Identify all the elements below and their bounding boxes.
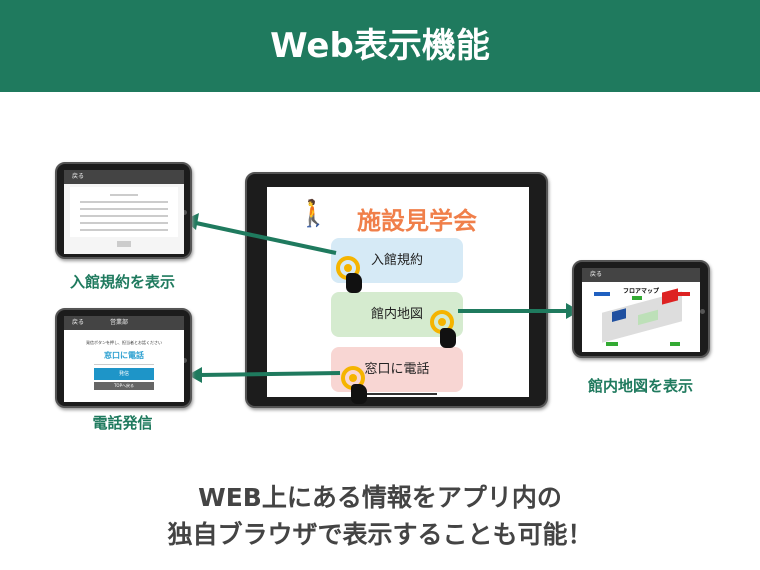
hand-pointer-icon [440,328,456,348]
floor-map-image [602,288,682,343]
header-title: Web表示機能 [0,0,760,92]
phone-caption: 電話発信 [92,414,153,432]
map-caption: 館内地図を表示 [587,377,693,395]
back-button[interactable]: 戻る [64,170,184,184]
terms-tablet: 戻る [55,162,192,259]
footer-line-2: 独自ブラウザで表示することも可能！ [167,520,593,549]
center-tablet: 🚶 施設見学会 入館規約 館内地図 窓口に電話 [245,172,548,408]
back-button[interactable]: 戻る [582,268,700,282]
back-button[interactable]: 戻る [72,319,85,326]
center-screen: 🚶 施設見学会 入館規約 館内地図 窓口に電話 [267,187,529,397]
map-title: フロアマップ [622,288,659,295]
phone-tablet: 戻る 営業部 発信ボタンを押し、担当者とお話ください 窓口に電話 発信 TOPへ戻… [55,308,192,408]
hand-pointer-icon [351,384,367,404]
terms-caption: 入館規約を表示 [69,273,175,291]
instruction-text: 発信ボタンを押し、担当者とお話ください [86,340,162,345]
walkers-icon: 🚶 [297,199,330,229]
app-title: 施設見学会 [357,207,477,235]
top-button[interactable]: TOPへ戻る [94,382,154,390]
dept-title: 営業部 [110,319,129,326]
footer-line-1: WEB上にある情報をアプリ内の [198,483,562,512]
map-tablet: 戻る フロアマップ [572,260,710,358]
hand-pointer-icon [346,273,362,293]
phone-title: 窓口に電話 [104,351,144,360]
dial-button[interactable]: 発信 [94,368,154,380]
